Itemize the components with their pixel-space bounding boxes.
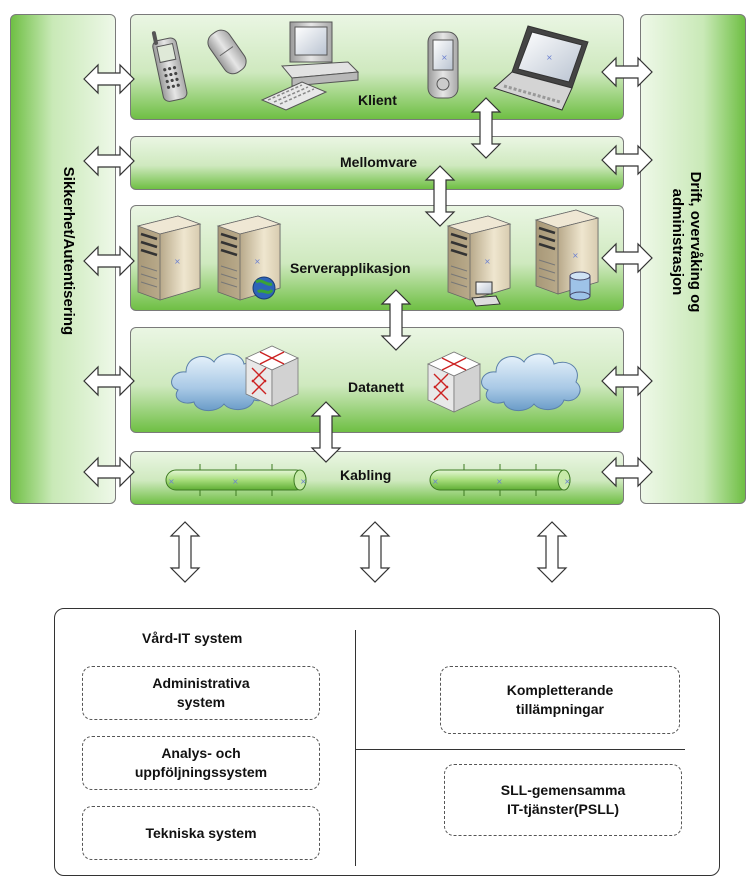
label-mellomvare: Mellomvare xyxy=(340,154,418,170)
router-icon xyxy=(245,345,299,407)
laptop-icon: × xyxy=(493,25,589,111)
arrow-mellomvare-server xyxy=(425,165,455,227)
server-icon xyxy=(136,214,202,302)
label-datanett: Datanett xyxy=(348,379,405,395)
arrow-server-datanett xyxy=(381,289,411,351)
arrow-right-klient xyxy=(601,57,653,87)
desktop-computer-icon xyxy=(260,21,360,111)
mobile-phone-icon xyxy=(151,31,188,102)
vard-it-title: Vård-IT system xyxy=(142,630,243,646)
vertical-divider xyxy=(355,630,356,866)
arrow-left-kabling xyxy=(83,457,135,487)
arrow-bottom-3 xyxy=(537,521,567,583)
arrow-klient-mellomvare xyxy=(471,97,501,159)
arrow-right-mellomvare xyxy=(601,145,653,175)
arrow-bottom-2 xyxy=(360,521,390,583)
arrow-left-mellomvare xyxy=(83,146,135,176)
label-klient: Klient xyxy=(358,92,397,108)
arrow-left-datanett xyxy=(83,366,135,396)
cloud-icon-2 xyxy=(481,353,581,412)
router-icon-2 xyxy=(427,351,481,413)
box-analys-system: Analys- och uppföljningssystem xyxy=(82,736,320,790)
svg-text:×: × xyxy=(441,53,448,62)
web-server-icon xyxy=(216,214,282,302)
label-kabling: Kabling xyxy=(340,467,392,483)
arrow-right-datanett xyxy=(601,366,653,396)
box-administrativa-system: Administrativa system xyxy=(82,666,320,720)
arrow-right-server xyxy=(601,243,653,273)
arrow-datanett-kabling xyxy=(311,401,341,463)
horizontal-divider xyxy=(355,749,685,750)
cable-icon-2 xyxy=(429,463,572,497)
arrow-left-server xyxy=(83,246,135,276)
workstation-server-icon xyxy=(446,214,512,307)
cable-icon xyxy=(165,463,308,497)
box-tekniska-system: Tekniska system xyxy=(82,806,320,860)
arrow-bottom-1 xyxy=(170,521,200,583)
right-panel xyxy=(640,14,746,504)
layer-mellomvare xyxy=(130,136,624,190)
svg-text:×: × xyxy=(546,53,553,62)
pda-icon: × xyxy=(427,31,459,99)
arrow-left-klient xyxy=(83,64,135,94)
database-server-icon xyxy=(534,208,600,301)
arrow-right-kabling xyxy=(601,457,653,487)
box-kompletterande: Kompletterande tillämpningar xyxy=(440,666,680,734)
flip-phone-icon xyxy=(207,29,247,75)
box-sll-gemensamma: SLL-gemensamma IT-tjänster(PSLL) xyxy=(444,764,682,836)
label-serverapplikasjon: Serverapplikasjon xyxy=(290,260,411,276)
